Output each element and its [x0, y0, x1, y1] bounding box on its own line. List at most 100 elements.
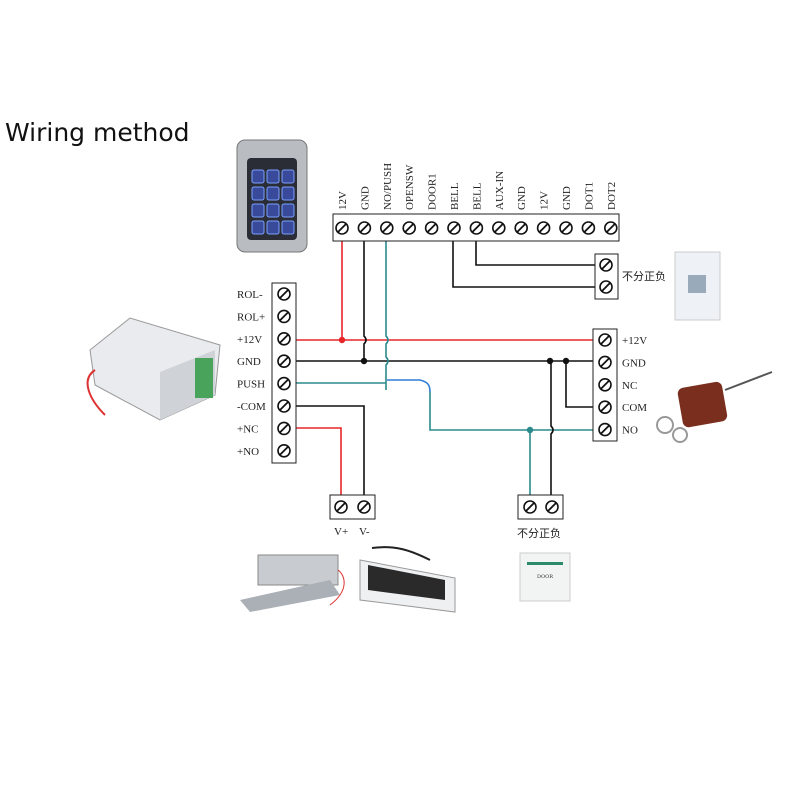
- exit-button-label: 不分正负: [517, 526, 561, 540]
- terminal-label: ROL-: [237, 289, 263, 301]
- junction-dot: [360, 357, 368, 365]
- screw-icon: [603, 221, 618, 235]
- screw-icon: [599, 258, 613, 272]
- wire-gnd-controller: [363, 241, 367, 361]
- terminal-label: V+: [334, 526, 348, 538]
- power-supply-terminal-block: ROL- ROL+ +12V GND PUSH -COM +NC +NO: [237, 282, 297, 464]
- junction-dot: [526, 426, 534, 434]
- wire-com: [296, 405, 365, 495]
- screw-icon: [514, 221, 529, 235]
- junction-dot: [546, 357, 554, 365]
- terminal-label: GND: [516, 186, 528, 210]
- screw-icon: [402, 221, 417, 235]
- terminal-label: AUX-IN: [494, 171, 506, 210]
- screw-icon: [277, 421, 291, 436]
- screw-icon: [277, 399, 291, 413]
- screw-icon: [335, 221, 349, 235]
- terminal-label: OPENSW: [404, 164, 416, 210]
- controller-terminal-block: 12V GND NO/PUSH OPENSW DOOR1 BELL BELL AUX-IN GN…: [332, 163, 620, 242]
- terminal-label: BELL: [449, 182, 461, 210]
- keypad-key: [251, 169, 265, 184]
- svg-text:DOOR: DOOR: [537, 574, 553, 580]
- keypad-key: [281, 220, 295, 235]
- screw-icon: [334, 500, 348, 514]
- lock-terminal-block: V+ V-: [329, 494, 376, 538]
- screw-icon: [277, 309, 291, 324]
- screw-icon: [277, 443, 291, 458]
- keypad-key: [266, 169, 280, 184]
- wire-exit-gnd: [550, 361, 554, 495]
- screw-icon: [598, 377, 612, 392]
- keypad-image: [236, 139, 308, 253]
- terminal-label: NO/PUSH: [382, 163, 394, 210]
- screw-icon: [447, 221, 461, 235]
- terminal-label: +12V: [622, 335, 647, 347]
- screw-icon: [277, 376, 291, 391]
- exit-button-image: DOOR: [519, 552, 571, 602]
- screw-icon: [599, 280, 613, 294]
- screw-icon: [598, 422, 612, 437]
- terminal-label: GND: [622, 357, 646, 369]
- junction-dot: [562, 357, 570, 365]
- terminal-label: NC: [622, 380, 637, 392]
- screw-icon: [598, 400, 612, 415]
- wires: [296, 241, 595, 495]
- keypad-key: [266, 220, 280, 235]
- keypad-key: [281, 186, 295, 201]
- terminal-label: PUSH: [237, 379, 265, 391]
- terminal-label: DOT1: [583, 182, 595, 210]
- doorbell-terminal-block: 不分正负: [594, 253, 666, 300]
- exit-button-terminal-block: 不分正负: [517, 494, 564, 540]
- screw-icon: [559, 221, 573, 235]
- doorbell-label: 不分正负: [622, 269, 666, 283]
- keypad-key: [251, 220, 265, 235]
- keypad-key: [251, 186, 265, 201]
- keypad-key: [281, 169, 295, 184]
- screw-icon: [491, 221, 506, 235]
- screw-icon: [581, 221, 596, 235]
- screw-icon: [277, 287, 291, 301]
- terminal-label: GND: [359, 186, 371, 210]
- screw-icon: [277, 354, 291, 369]
- wire-bell-1: [452, 241, 595, 288]
- electric-bolt-lock-image: [240, 554, 345, 612]
- terminal-label: GND: [237, 356, 261, 368]
- terminal-label: 12V: [337, 191, 349, 210]
- terminal-label: -COM: [237, 401, 266, 413]
- terminal-label: BELL: [471, 182, 483, 210]
- power-supply-image: [86, 317, 221, 421]
- wire-relay-com: [565, 361, 593, 408]
- screw-icon: [357, 221, 372, 235]
- screw-icon: [536, 221, 551, 235]
- keypad-key: [251, 203, 265, 218]
- screw-icon: [424, 221, 439, 235]
- screw-icon: [545, 500, 559, 514]
- wire-push-remote: [387, 379, 431, 393]
- screw-icon: [277, 331, 291, 346]
- terminal-label: ROL+: [237, 311, 265, 323]
- wire-no: [429, 392, 593, 431]
- magnetic-lock-image: [359, 546, 456, 613]
- terminal-label: +12V: [237, 334, 262, 346]
- wire-bell-2: [475, 241, 595, 266]
- terminal-label: V-: [359, 526, 370, 538]
- screw-icon: [598, 333, 612, 347]
- terminal-label: DOOR1: [427, 173, 439, 210]
- screw-icon: [523, 500, 537, 514]
- terminal-label: +NC: [237, 423, 258, 435]
- junction-dot: [338, 336, 346, 344]
- wire-nc: [296, 427, 342, 495]
- terminal-label: GND: [561, 186, 573, 210]
- page-title: Wiring method: [5, 118, 190, 147]
- screw-icon: [379, 221, 394, 235]
- wire-push-controller: [385, 241, 389, 390]
- terminal-label: +NO: [237, 446, 259, 458]
- terminal-label: DOT2: [606, 182, 618, 210]
- screw-icon: [598, 355, 612, 370]
- keypad-key: [266, 186, 280, 201]
- screw-icon: [357, 500, 371, 514]
- remote-control-image: [656, 371, 773, 443]
- terminal-label: COM: [622, 402, 647, 414]
